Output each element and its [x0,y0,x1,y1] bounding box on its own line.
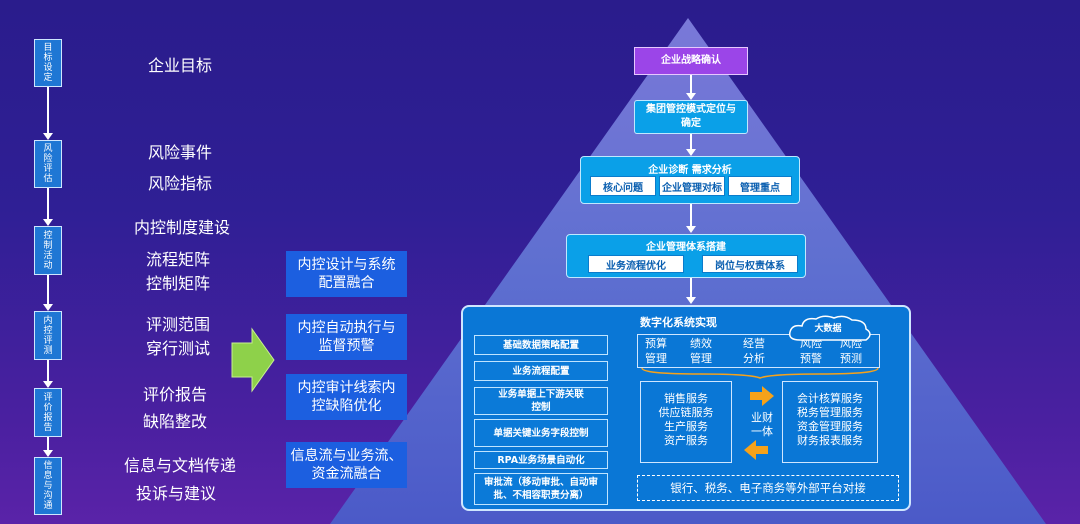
box-finance-services [782,381,878,463]
down-arrow-icon [686,149,696,156]
text-risk-index: 风险指标 [148,174,213,193]
big-data-label: 大数据 [814,324,842,334]
digital-title: 数字化系统实现 [640,316,717,329]
text-eval-report: 评价报告 [143,385,208,404]
connector-line [47,87,49,133]
step-info-communication: 信息与沟通 [34,457,62,515]
item-budget: 预算管理 [645,337,667,365]
step-evaluation-report: 评价报告 [34,388,62,437]
box-ic-audit: 内控审计线索内控缺陷优化 [286,374,407,420]
strip-analytics [637,334,880,368]
integration-label: 业财一体 [751,411,773,438]
step-control-activity: 控制活动 [34,226,62,275]
down-arrow-icon [43,450,53,457]
down-arrow-icon [43,304,53,311]
item-performance: 绩效管理 [690,337,712,365]
item-operation: 经营分析 [743,337,765,365]
svc-production: 生产服务 [664,420,708,433]
mgmt-system-title: 企业管理体系搭建 [646,242,726,253]
down-arrow-icon [43,219,53,226]
box-strategy: 企业战略确认 [634,47,748,75]
down-arrow-icon [686,226,696,233]
svc-assets: 资产服务 [664,434,708,447]
cloud-icon [788,315,871,341]
text-walkthrough: 穿行测试 [146,339,211,358]
diagnosis-title: 企业诊断 需求分析 [648,165,732,176]
box-business-services [640,381,732,463]
connector-line [690,75,692,94]
tag-mgmt-focus: 管理重点 [728,176,792,196]
text-goal: 企业目标 [148,56,213,75]
text-info-doc: 信息与文档传递 [124,456,237,475]
connector-line [47,360,49,381]
box-ic-design: 内控设计与系统配置融合 [286,251,407,297]
connector-line [47,188,49,219]
svc-tax: 税务管理服务 [797,406,863,419]
text-defect-fix: 缺陷整改 [143,412,208,431]
text-eval-scope: 评测范围 [146,315,211,334]
connector-line [690,134,692,150]
right-arrow-icon [231,327,275,393]
svc-report: 财务报表服务 [797,434,863,447]
btn-rpa: RPA业务场景自动化 [474,451,608,469]
svc-sales: 销售服务 [664,392,708,405]
svc-accounting: 会计核算服务 [797,392,863,405]
connector-line [690,278,692,298]
box-group-control: 集团管控模式定位与确定 [634,100,748,134]
left-arrow-icon [744,440,768,460]
tag-benchmark: 企业管理对标 [659,176,725,196]
btn-field-control: 单据关键业务字段控制 [474,419,608,447]
down-arrow-icon [686,93,696,100]
connector-line [47,275,49,304]
external-platforms: 银行、税务、电子商务等外部平台对接 [637,475,899,501]
btn-approval: 审批流（移动审批、自动审批、不相容职责分离） [474,473,608,505]
text-complaint: 投诉与建议 [136,484,217,503]
btn-base-data: 基础数据策略配置 [474,335,608,355]
tag-process-opt: 业务流程优化 [588,255,684,273]
btn-doc-link: 业务单据上下游关联控制 [474,387,608,415]
connector-line [690,204,692,227]
text-ic-system: 内控制度建设 [134,218,231,237]
box-info-flow: 信息流与业务流、资金流融合 [286,442,407,488]
box-ic-auto: 内控自动执行与监督预警 [286,314,407,360]
connector-line [47,437,49,450]
down-arrow-icon [686,297,696,304]
down-arrow-icon [43,133,53,140]
tag-core-issue: 核心问题 [590,176,656,196]
brace-decoration [641,367,879,379]
tag-post-rights: 岗位与权责体系 [702,255,798,273]
step-goal-setting: 目标设定 [34,39,62,87]
step-ic-evaluation: 内控评测 [34,311,62,360]
svc-supply: 供应链服务 [658,406,714,419]
btn-process-config: 业务流程配置 [474,361,608,381]
right-arrow-icon [750,386,774,406]
step-risk-assessment: 风险评估 [34,140,62,188]
svc-fund: 资金管理服务 [797,420,863,433]
text-control-matrix: 控制矩阵 [146,274,211,293]
down-arrow-icon [43,381,53,388]
text-process-matrix: 流程矩阵 [146,250,211,269]
text-risk-event: 风险事件 [148,143,213,162]
